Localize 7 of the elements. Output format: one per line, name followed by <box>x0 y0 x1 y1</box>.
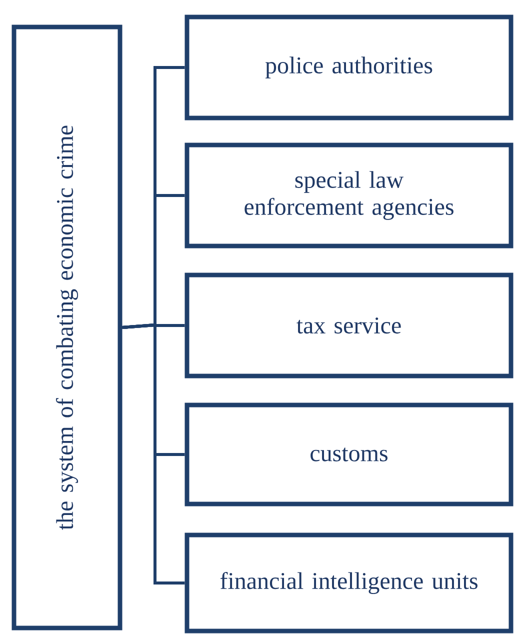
connector-line <box>122 323 185 584</box>
agency-box: police authorities <box>184 14 514 120</box>
agency-box: tax service <box>184 272 514 378</box>
agency-box: customs <box>184 402 514 506</box>
agency-box: special law enforcement agencies <box>184 142 514 248</box>
agency-box: financial intelligence units <box>184 532 514 634</box>
category-box: the system of combating economic crime <box>12 24 122 630</box>
